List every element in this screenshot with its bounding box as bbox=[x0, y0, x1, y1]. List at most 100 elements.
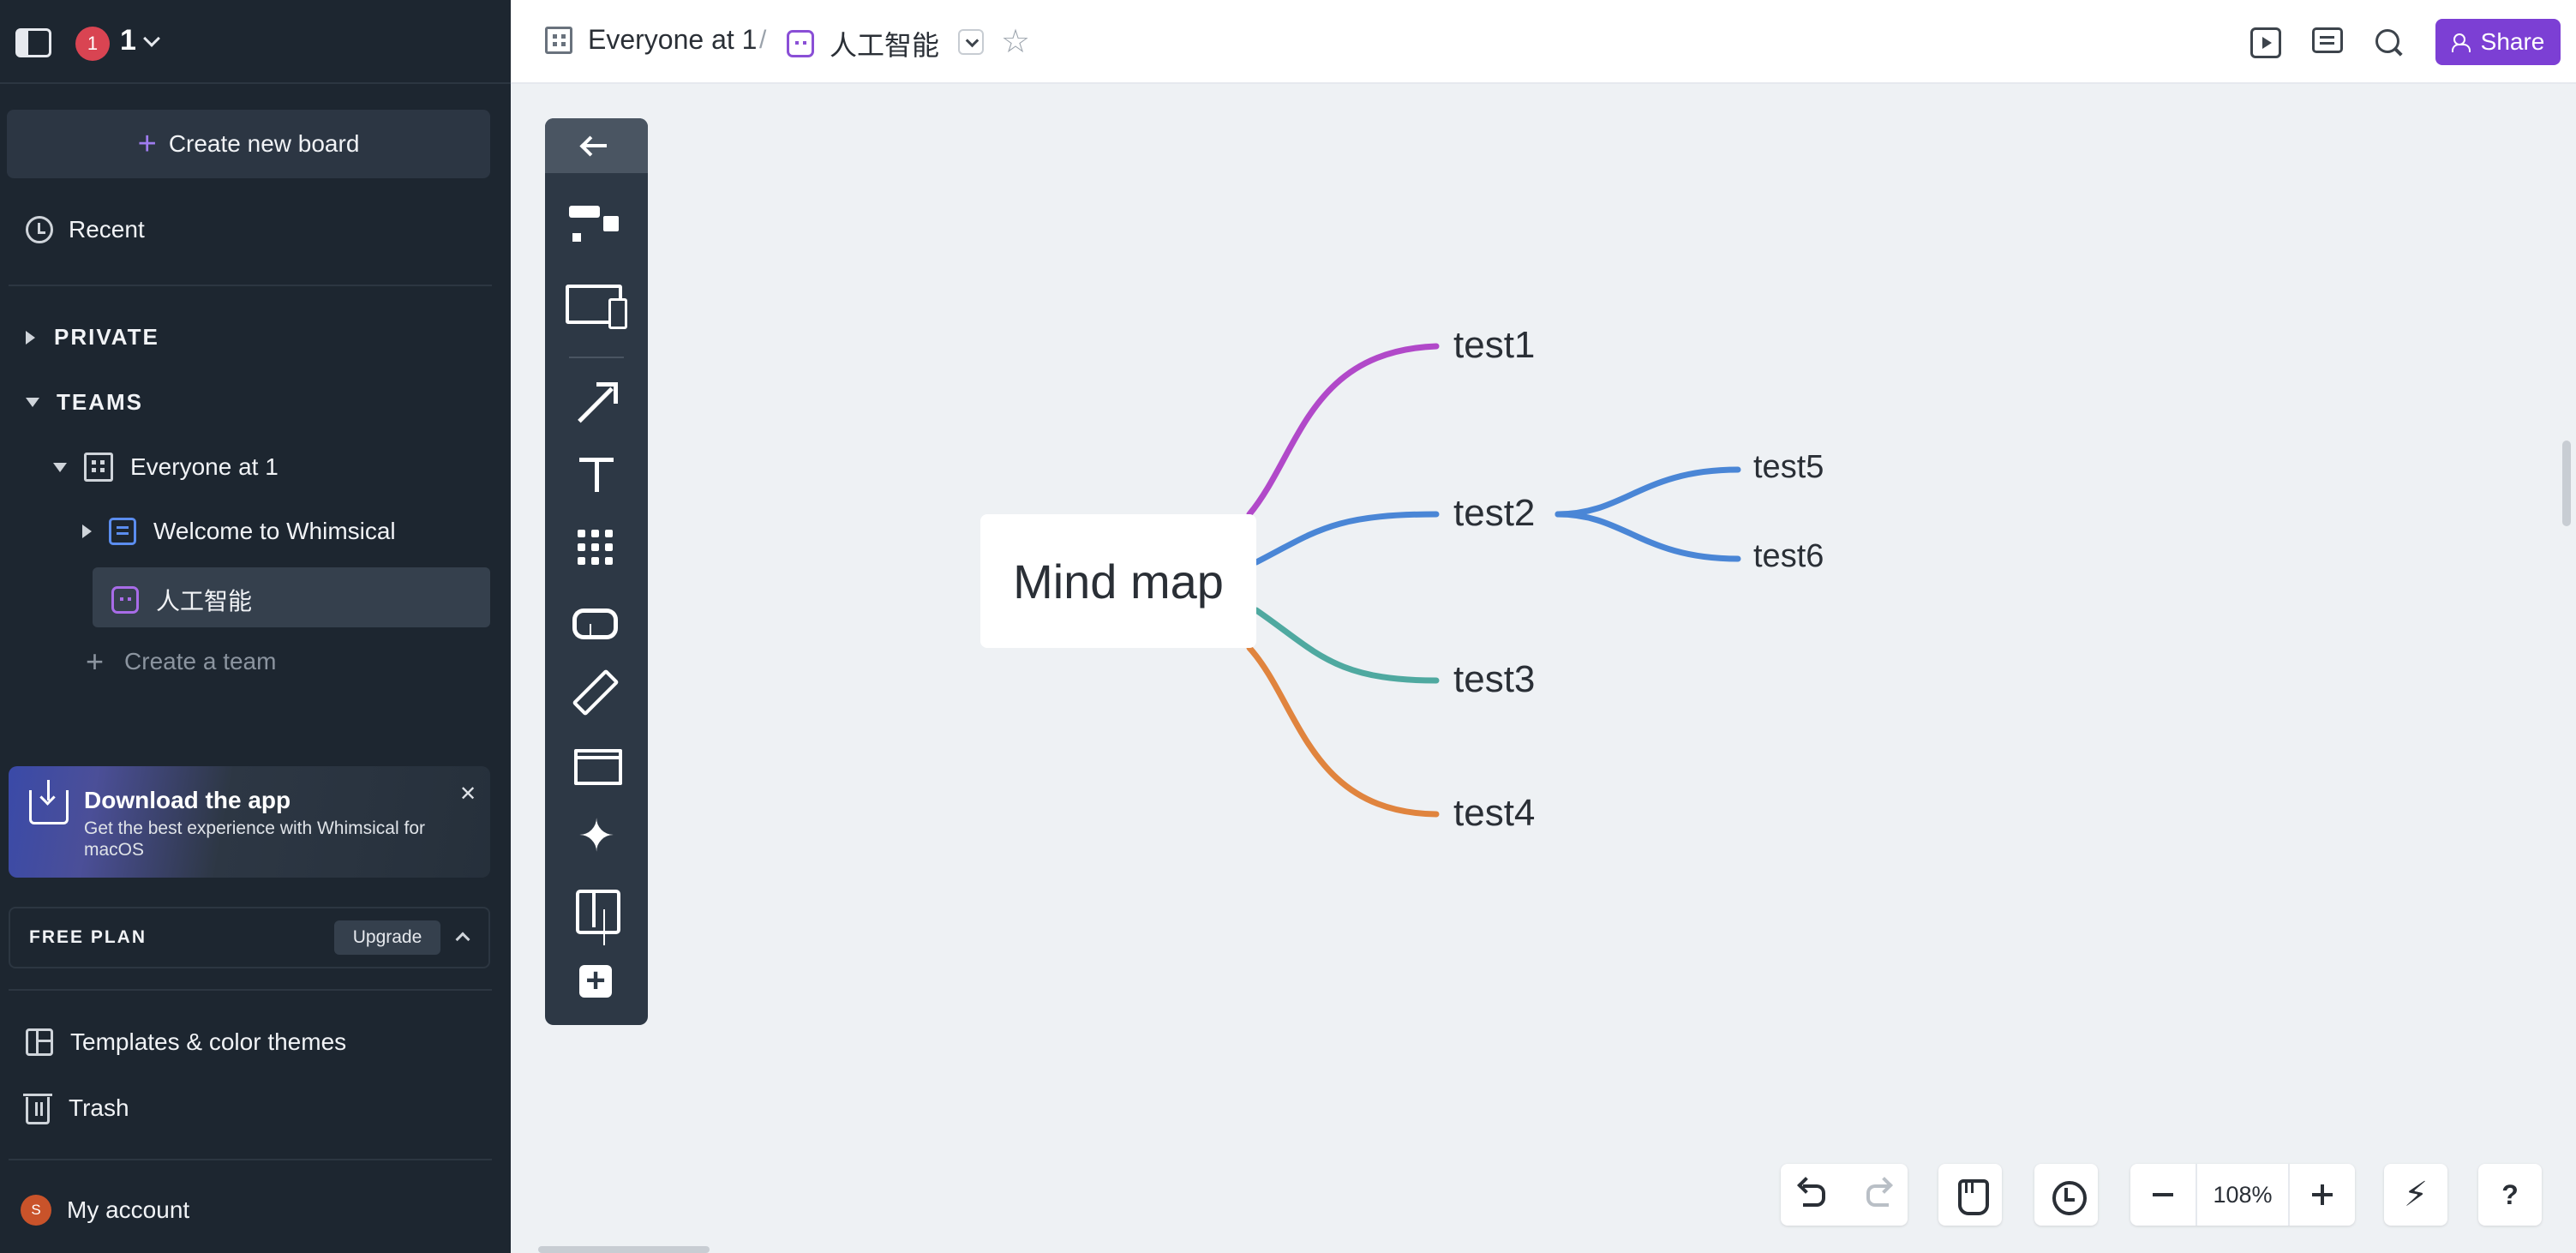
team-building-icon bbox=[545, 26, 572, 54]
board-label: 人工智能 bbox=[156, 588, 253, 615]
plan-card: FREE PLAN Upgrade bbox=[9, 907, 490, 968]
sidebar-item-label: Templates & color themes bbox=[70, 1028, 347, 1055]
device-frame-icon[interactable] bbox=[566, 285, 627, 329]
search-icon[interactable] bbox=[2374, 27, 2405, 58]
comment-icon[interactable] bbox=[2312, 27, 2343, 53]
document-icon bbox=[109, 518, 136, 545]
sidebar-header: 1 1 bbox=[0, 0, 511, 84]
breadcrumb-team[interactable]: Everyone at 1 bbox=[545, 24, 757, 56]
actions-group: ⚡ bbox=[2384, 1164, 2447, 1226]
breadcrumb-team-label: Everyone at 1 bbox=[588, 24, 758, 55]
arrow-tool-icon[interactable] bbox=[566, 377, 627, 432]
history-icon[interactable] bbox=[2035, 1164, 2097, 1226]
clock-icon bbox=[26, 216, 53, 243]
caret-down-icon[interactable] bbox=[53, 462, 67, 472]
connector-test6 bbox=[1555, 511, 1741, 562]
team-building-icon bbox=[84, 453, 113, 482]
zoom-in-icon[interactable] bbox=[2291, 1164, 2353, 1226]
download-title: Download the app bbox=[84, 787, 291, 813]
undo-redo-group bbox=[1781, 1164, 1908, 1226]
hand-icon[interactable] bbox=[1939, 1164, 2001, 1226]
vertical-scrollbar[interactable] bbox=[2562, 441, 2571, 526]
board-item-welcome[interactable]: Welcome to Whimsical bbox=[82, 518, 396, 545]
layout-icon[interactable] bbox=[566, 881, 627, 936]
mindmap-node-test3[interactable]: test3 bbox=[1453, 658, 1536, 700]
mindmap-node-test4[interactable]: test4 bbox=[1453, 792, 1536, 834]
mindmap-node-test5[interactable]: test5 bbox=[1753, 449, 1824, 485]
zoom-controls: 108% bbox=[2130, 1164, 2355, 1226]
create-team-button[interactable]: + Create a team bbox=[86, 646, 276, 677]
back-arrow-icon[interactable] bbox=[545, 118, 648, 173]
divider bbox=[9, 1159, 492, 1160]
sidebar-item-trash[interactable]: Trash bbox=[23, 1092, 129, 1124]
caret-down-icon bbox=[26, 398, 39, 407]
notification-badge[interactable]: 1 bbox=[75, 27, 110, 61]
board-canvas[interactable]: ✦ Mind map test1 test2 test3 test4 test5… bbox=[511, 86, 2576, 1253]
breadcrumb-board-label: 人工智能 bbox=[830, 30, 940, 61]
board-label: Welcome to Whimsical bbox=[153, 518, 396, 544]
share-label: Share bbox=[2480, 28, 2545, 55]
sidebar-item-templates[interactable]: Templates & color themes bbox=[26, 1028, 346, 1056]
grid-icon[interactable] bbox=[566, 521, 627, 576]
sidebar-item-label: Recent bbox=[69, 216, 145, 243]
hand-tool-group bbox=[1938, 1164, 2002, 1226]
create-board-label: Create new board bbox=[168, 130, 360, 157]
mindmap-root-node[interactable]: Mind map bbox=[980, 514, 1256, 648]
text-tool-icon[interactable] bbox=[566, 449, 627, 504]
team-label: Everyone at 1 bbox=[130, 453, 279, 480]
mindmap-node-test1[interactable]: test1 bbox=[1453, 324, 1536, 366]
share-button[interactable]: Share bbox=[2435, 19, 2561, 65]
redo-icon[interactable] bbox=[1844, 1164, 1906, 1226]
present-icon[interactable] bbox=[2250, 27, 2281, 58]
templates-icon bbox=[26, 1028, 53, 1056]
mindmap-node-test2[interactable]: test2 bbox=[1453, 492, 1536, 534]
plus-icon: + bbox=[86, 644, 105, 679]
horizontal-scrollbar[interactable] bbox=[538, 1246, 710, 1253]
sidebar-item-account[interactable]: S My account bbox=[21, 1195, 189, 1226]
ai-sparkle-icon[interactable]: ✦ bbox=[578, 812, 615, 861]
divider bbox=[9, 285, 492, 286]
board-menu-dropdown[interactable] bbox=[958, 29, 984, 55]
sidebar: 1 1 + Create new board Recent PRIVATE TE… bbox=[0, 0, 511, 1253]
star-icon[interactable]: ☆ bbox=[1001, 24, 1031, 60]
zoom-level[interactable]: 108% bbox=[2196, 1164, 2290, 1226]
help-icon[interactable]: ? bbox=[2501, 1179, 2519, 1210]
components-icon[interactable] bbox=[566, 202, 627, 257]
left-toolbar: ✦ bbox=[545, 118, 648, 1025]
upgrade-button[interactable]: Upgrade bbox=[334, 920, 440, 955]
team-everyone[interactable]: Everyone at 1 bbox=[53, 453, 279, 482]
download-text: Get the best experience with Whimsical f… bbox=[84, 818, 425, 860]
close-icon[interactable]: ✕ bbox=[459, 782, 477, 806]
chevron-down-icon[interactable] bbox=[143, 30, 160, 47]
sidebar-item-label: Trash bbox=[69, 1094, 129, 1121]
create-team-label: Create a team bbox=[124, 648, 277, 674]
mindmap-node-test6[interactable]: test6 bbox=[1753, 538, 1824, 574]
divider bbox=[9, 989, 492, 991]
download-app-card[interactable]: Download the app Get the best experience… bbox=[9, 766, 490, 878]
help-group: ? bbox=[2478, 1164, 2542, 1226]
section-private[interactable]: PRIVATE bbox=[26, 324, 159, 351]
people-icon bbox=[2451, 33, 2472, 52]
download-icon bbox=[29, 780, 69, 824]
chevron-up-icon[interactable] bbox=[455, 932, 470, 947]
workspace-name[interactable]: 1 bbox=[120, 24, 136, 57]
connector-test3 bbox=[1253, 607, 1440, 684]
sidebar-toggle-icon[interactable] bbox=[15, 28, 51, 57]
connector-test2 bbox=[1253, 511, 1440, 566]
zoom-out-icon[interactable] bbox=[2132, 1164, 2194, 1226]
caret-right-icon[interactable] bbox=[82, 525, 92, 538]
breadcrumb-board[interactable]: 人工智能 bbox=[787, 24, 939, 63]
toolbar-divider bbox=[569, 357, 624, 358]
trash-icon bbox=[23, 1094, 52, 1124]
undo-icon[interactable] bbox=[1782, 1164, 1844, 1226]
create-new-board-button[interactable]: + Create new board bbox=[7, 110, 490, 178]
frame-icon[interactable] bbox=[566, 737, 627, 792]
section-teams[interactable]: TEAMS bbox=[26, 389, 143, 416]
link-icon[interactable] bbox=[566, 593, 627, 648]
board-item-ai[interactable]: 人工智能 bbox=[111, 583, 252, 617]
bolt-icon[interactable]: ⚡ bbox=[2403, 1176, 2429, 1214]
top-bar: Everyone at 1 / 人工智能 ☆ Share bbox=[511, 0, 2576, 84]
avatar: S bbox=[21, 1195, 51, 1226]
add-icon[interactable] bbox=[566, 953, 627, 1008]
sidebar-item-recent[interactable]: Recent bbox=[26, 216, 145, 243]
